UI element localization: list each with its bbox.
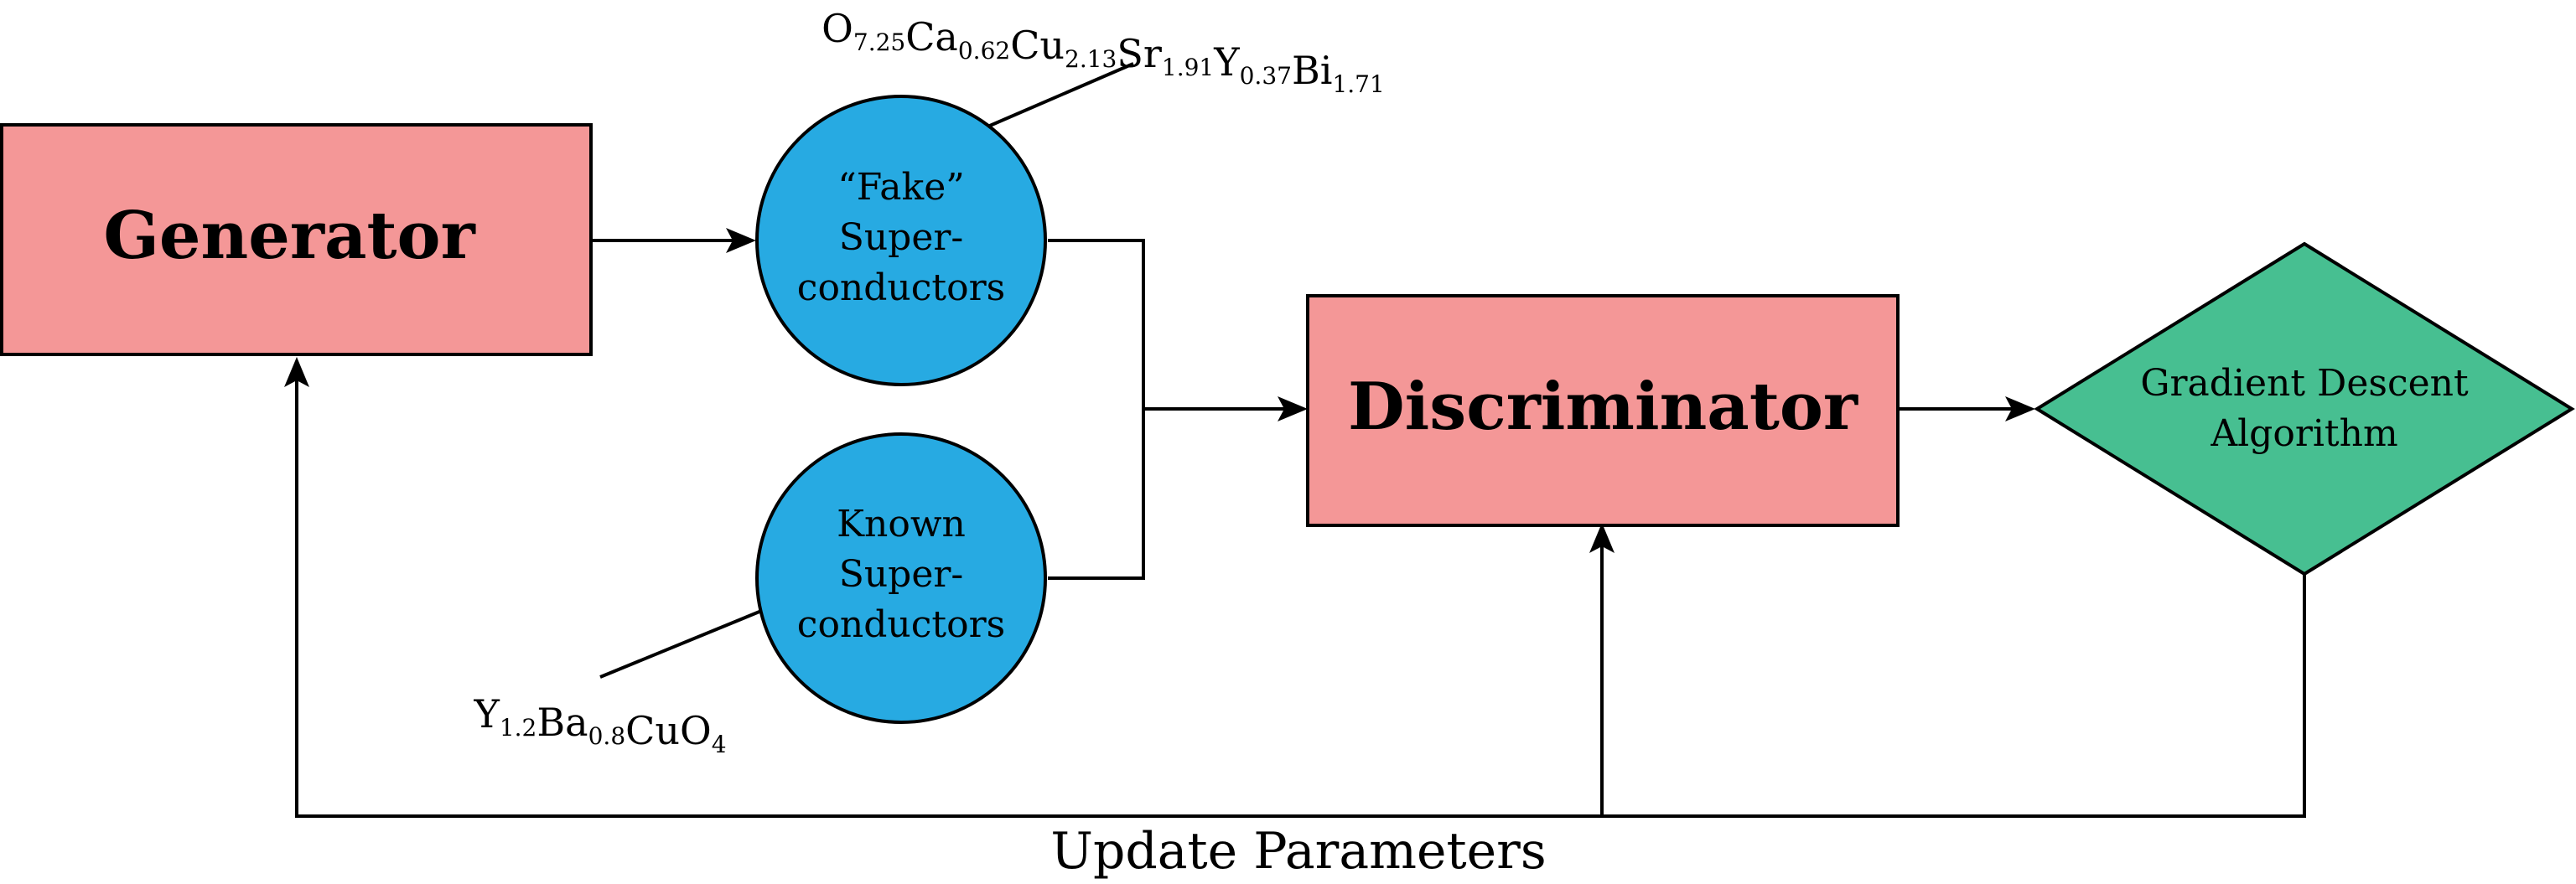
gradient-diamond: [2034, 241, 2575, 576]
formula-subscript: 1.2: [500, 714, 537, 742]
formula-element: Sr: [1117, 31, 1162, 76]
formula-subscript: 2.13: [1065, 45, 1117, 73]
fake-label-line-3: conductors: [797, 266, 1005, 309]
generator-label: Generator: [103, 198, 475, 274]
arrowhead-fake: [726, 228, 756, 253]
arrowhead-gradient: [2005, 396, 2035, 421]
gradient-descent-node: Gradient Descent Algorithm: [2034, 241, 2575, 576]
arrowhead-discriminator: [1278, 396, 1308, 421]
arrowheads: [284, 228, 2035, 553]
line-fake-to-junction: [1048, 239, 1145, 580]
formula-subscript: 4: [712, 731, 727, 758]
discriminator-label: Discriminator: [1348, 369, 1858, 445]
fake-label-line-2: Super-: [839, 216, 964, 259]
formula-element: Ba: [536, 700, 588, 745]
formula-subscript: 7.25: [853, 28, 905, 56]
gradient-label-line-2: Algorithm: [2210, 412, 2397, 455]
formula-subscript: 0.37: [1240, 62, 1292, 90]
formula-subscript: 0.8: [588, 722, 626, 750]
formula-subscript: 0.62: [958, 37, 1010, 65]
known-example-formula: Y1.2Ba0.8CuO4: [473, 691, 726, 758]
arrowhead-generator: [284, 357, 309, 387]
known-label-line-3: conductors: [797, 603, 1005, 646]
formula-subscript: 1.71: [1332, 70, 1384, 98]
generator-box: [0, 123, 593, 356]
formula-subscript: 1.91: [1162, 54, 1214, 81]
gradient-label-line-1: Gradient Descent: [2140, 362, 2469, 405]
formula-element: Cu: [625, 708, 680, 753]
formula-element: Bi: [1292, 48, 1333, 93]
formula-element: Y: [1213, 39, 1240, 85]
discriminator-box: [1306, 294, 1900, 527]
update-parameters-label: Update Parameters: [1050, 822, 1546, 881]
fake-example-formula: O7.25Ca0.62Cu2.13Sr1.91Y0.37Bi1.71: [822, 6, 1385, 98]
fake-label-line-1: “Fake”: [837, 166, 964, 209]
known-label-line-1: Known: [837, 503, 966, 545]
formula-element: Ca: [905, 14, 958, 59]
leader-fake-formula: [966, 62, 1134, 137]
formula-element: O: [680, 708, 712, 753]
formula-element: Cu: [1010, 23, 1065, 68]
leader-known-formula: [599, 598, 789, 679]
formula-element: Y: [473, 691, 500, 737]
fake-circle: [755, 95, 1047, 386]
arrowhead-discriminator-bottom: [1589, 523, 1615, 553]
known-superconductors-node: Known Super- conductors: [755, 432, 1047, 724]
known-circle: [755, 432, 1047, 724]
formula-element: O: [822, 6, 853, 51]
known-label-line-2: Super-: [839, 553, 964, 596]
connectors: [295, 62, 2306, 818]
discriminator-node: Discriminator: [1306, 294, 1900, 527]
fake-superconductors-node: “Fake” Super- conductors: [755, 95, 1047, 386]
line-gradient-feedback: [295, 365, 2306, 818]
generator-node: Generator: [0, 123, 593, 356]
